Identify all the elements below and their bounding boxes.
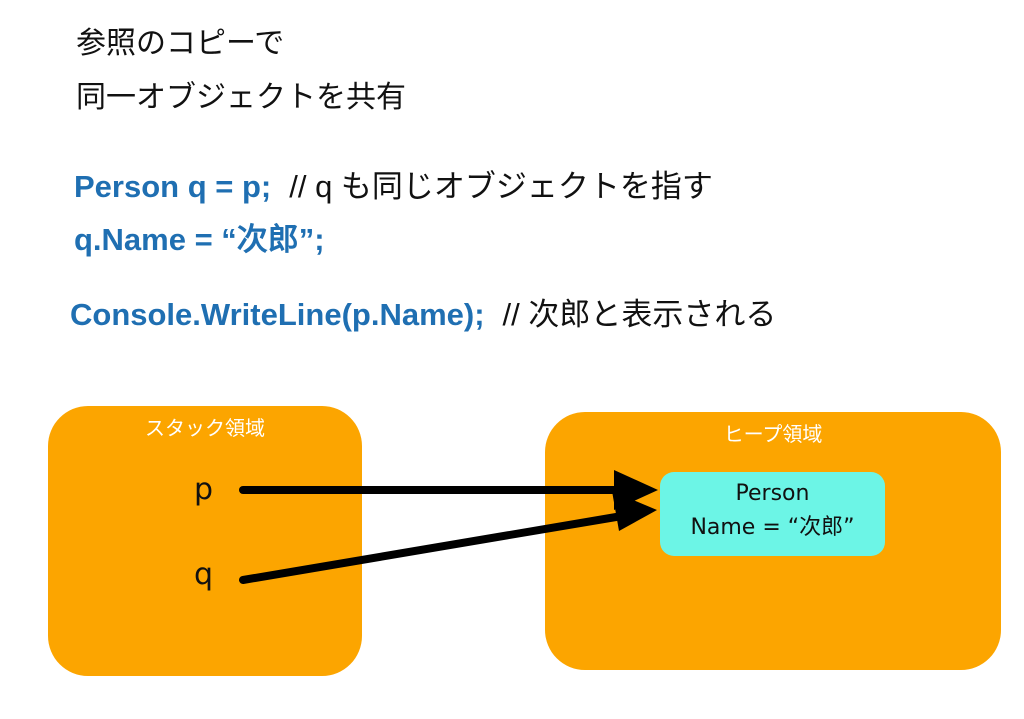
stack-var-q: q [194,557,214,592]
code-line-1: Person q = p; // q も同じオブジェクトを指す [74,168,713,206]
stack-var-p: p [194,472,214,507]
stack-region: スタック領域 [48,406,362,676]
heading-line-1: 参照のコピーで [76,26,285,61]
object-field: Name = “次郎” [690,515,855,540]
code-statement-3: Console.WriteLine(p.Name); [70,297,485,332]
code-comment-3: // 次郎と表示される [502,297,777,332]
object-class-name: Person [735,481,810,506]
heading-line-2: 同一オブジェクトを共有 [76,80,406,115]
stack-region-label: スタック領域 [145,416,265,440]
heap-region-label: ヒープ領域 [723,422,823,446]
code-comment-1: // q も同じオブジェクトを指す [289,169,713,204]
code-statement-2: q.Name = “次郎”; [74,222,325,257]
person-object: Person Name = “次郎” [660,472,885,556]
code-statement-1: Person q = p; [74,169,272,204]
code-line-2: q.Name = “次郎”; [74,221,325,259]
code-line-3: Console.WriteLine(p.Name); // 次郎と表示される [70,296,776,334]
